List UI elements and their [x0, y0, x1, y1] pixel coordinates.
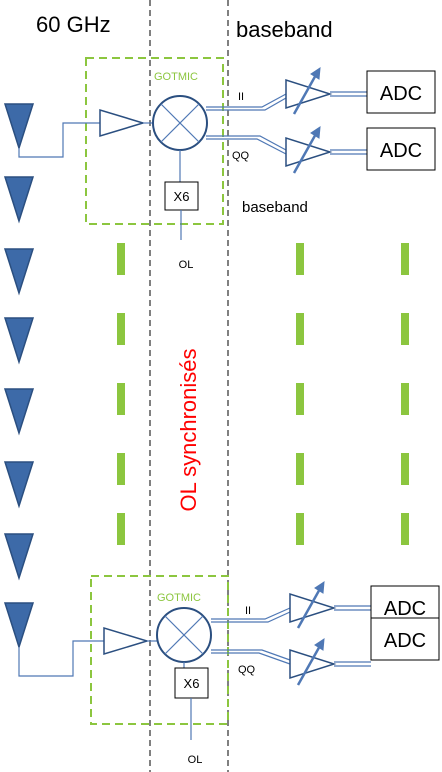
q-label: QQ: [238, 664, 256, 676]
x6-label: X6: [184, 676, 200, 691]
adc-label: ADC: [380, 83, 422, 105]
iq-lines-top: [206, 93, 287, 155]
adc-label: ADC: [380, 140, 422, 162]
antenna-icon: [3, 248, 35, 296]
feed-wire-bottom: [18, 640, 104, 677]
label-baseband-top: baseband: [236, 17, 333, 42]
baseband-amplifier-icon: [285, 136, 333, 168]
adc-feed-top: [330, 91, 367, 155]
feed-wire-top: [18, 122, 100, 158]
gotmic-label-top: GOTMIC: [154, 71, 198, 83]
i-label: II: [238, 91, 244, 103]
antenna-icon: [3, 103, 35, 151]
antenna-icon: [3, 461, 35, 509]
lna-amplifier-icon: [99, 108, 146, 138]
q-label: QQ: [232, 150, 250, 162]
baseband-amplifier-icon: [289, 648, 337, 680]
baseband-amplifier-icon: [285, 78, 333, 110]
label-baseband-mid: baseband: [242, 199, 308, 216]
variable-gain-arrow-icon: [296, 638, 325, 686]
ol-label: OL: [188, 754, 203, 766]
iq-lines-bottom: [211, 607, 291, 665]
adc-feed-bottom: [334, 605, 371, 667]
antenna-icon: [3, 317, 35, 365]
variable-gain-arrow-icon: [292, 67, 321, 115]
lna-amplifier-icon: [103, 626, 150, 656]
ol-sync-label: OL synchronisés: [176, 348, 201, 511]
antenna-icon: [3, 533, 35, 581]
gotmic-label-bottom: GOTMIC: [157, 592, 201, 604]
mixer-icon: [156, 607, 212, 663]
label-60ghz: 60 GHz: [36, 12, 111, 37]
ol-label: OL: [179, 259, 194, 271]
gotmic-box-top: [85, 57, 224, 225]
antenna-icon: [3, 602, 35, 650]
continuation-dashes: [117, 243, 409, 545]
antenna-array: [3, 103, 35, 650]
mixer-icon: [152, 95, 208, 151]
adc-label: ADC: [384, 630, 426, 652]
baseband-amplifier-icon: [289, 592, 337, 624]
variable-gain-arrow-icon: [296, 581, 325, 629]
variable-gain-arrow-icon: [292, 126, 321, 174]
antenna-icon: [3, 388, 35, 436]
adc-box: [366, 70, 436, 114]
i-label: II: [245, 605, 251, 617]
antenna-icon: [3, 176, 35, 224]
adc-box: [370, 617, 440, 661]
x6-label: X6: [174, 189, 190, 204]
adc-label: ADC: [384, 598, 426, 620]
x6-multiplier-box: [174, 667, 209, 699]
adc-box: [366, 127, 436, 171]
